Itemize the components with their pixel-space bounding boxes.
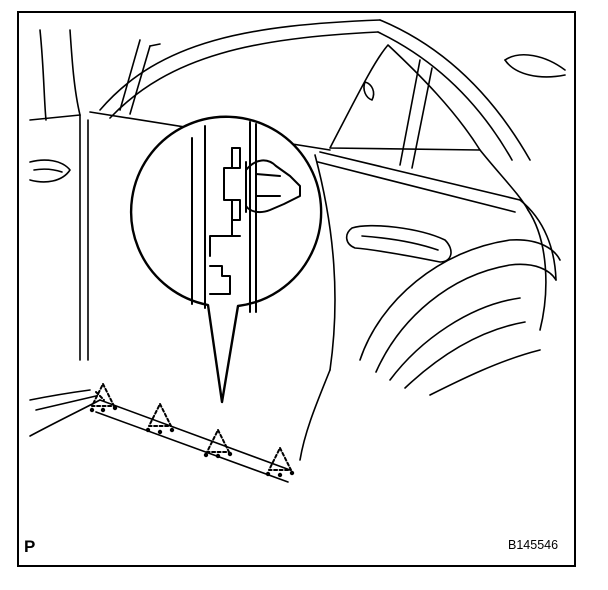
clip-marker: [91, 383, 115, 407]
clip-shape: [209, 147, 301, 295]
clip-marker: [206, 429, 230, 453]
corner-letter: P: [24, 537, 36, 556]
clip-marker: [268, 447, 292, 471]
clip-marker-dots: [89, 405, 295, 478]
figure-code: B145546: [508, 538, 559, 552]
clip-location-markers: [91, 383, 292, 471]
figure-frame: [17, 11, 576, 567]
magnified-clip-detail: [129, 115, 323, 404]
clip-marker: [148, 403, 172, 427]
clip-marker: [95, 391, 105, 401]
